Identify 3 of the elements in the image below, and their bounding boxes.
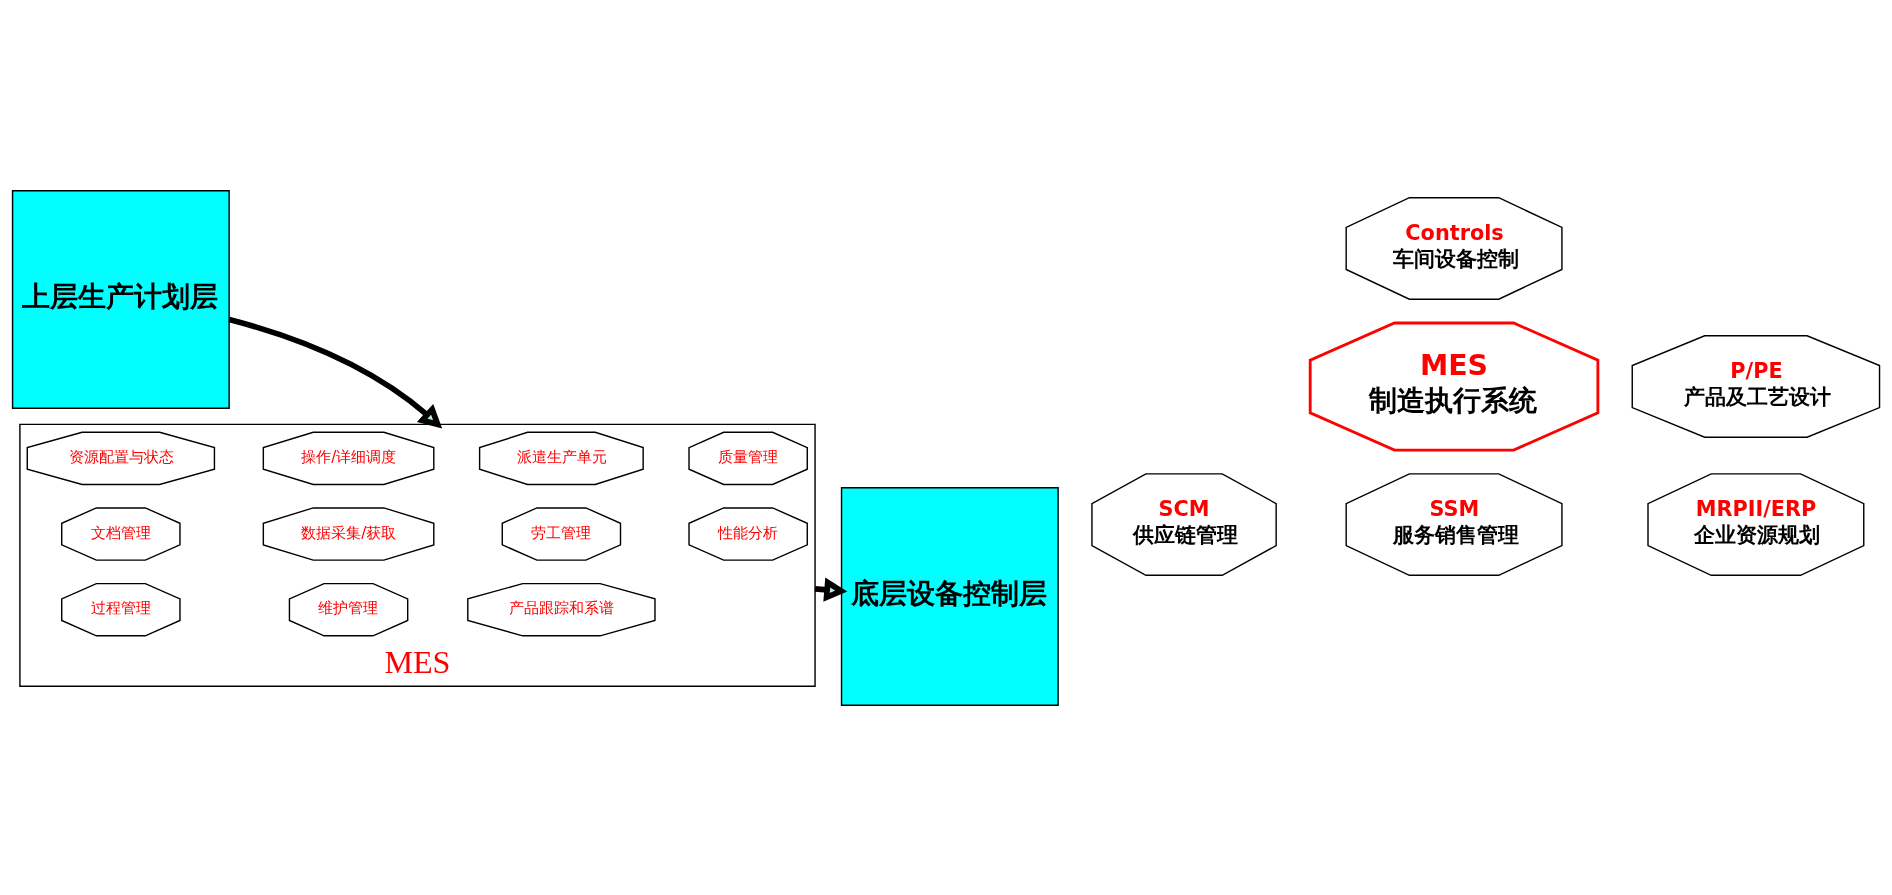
node-box: 底层设备控制层: [840, 486, 1059, 706]
arrow: [228, 316, 443, 428]
node-box: 上层生产计划层: [11, 189, 230, 409]
